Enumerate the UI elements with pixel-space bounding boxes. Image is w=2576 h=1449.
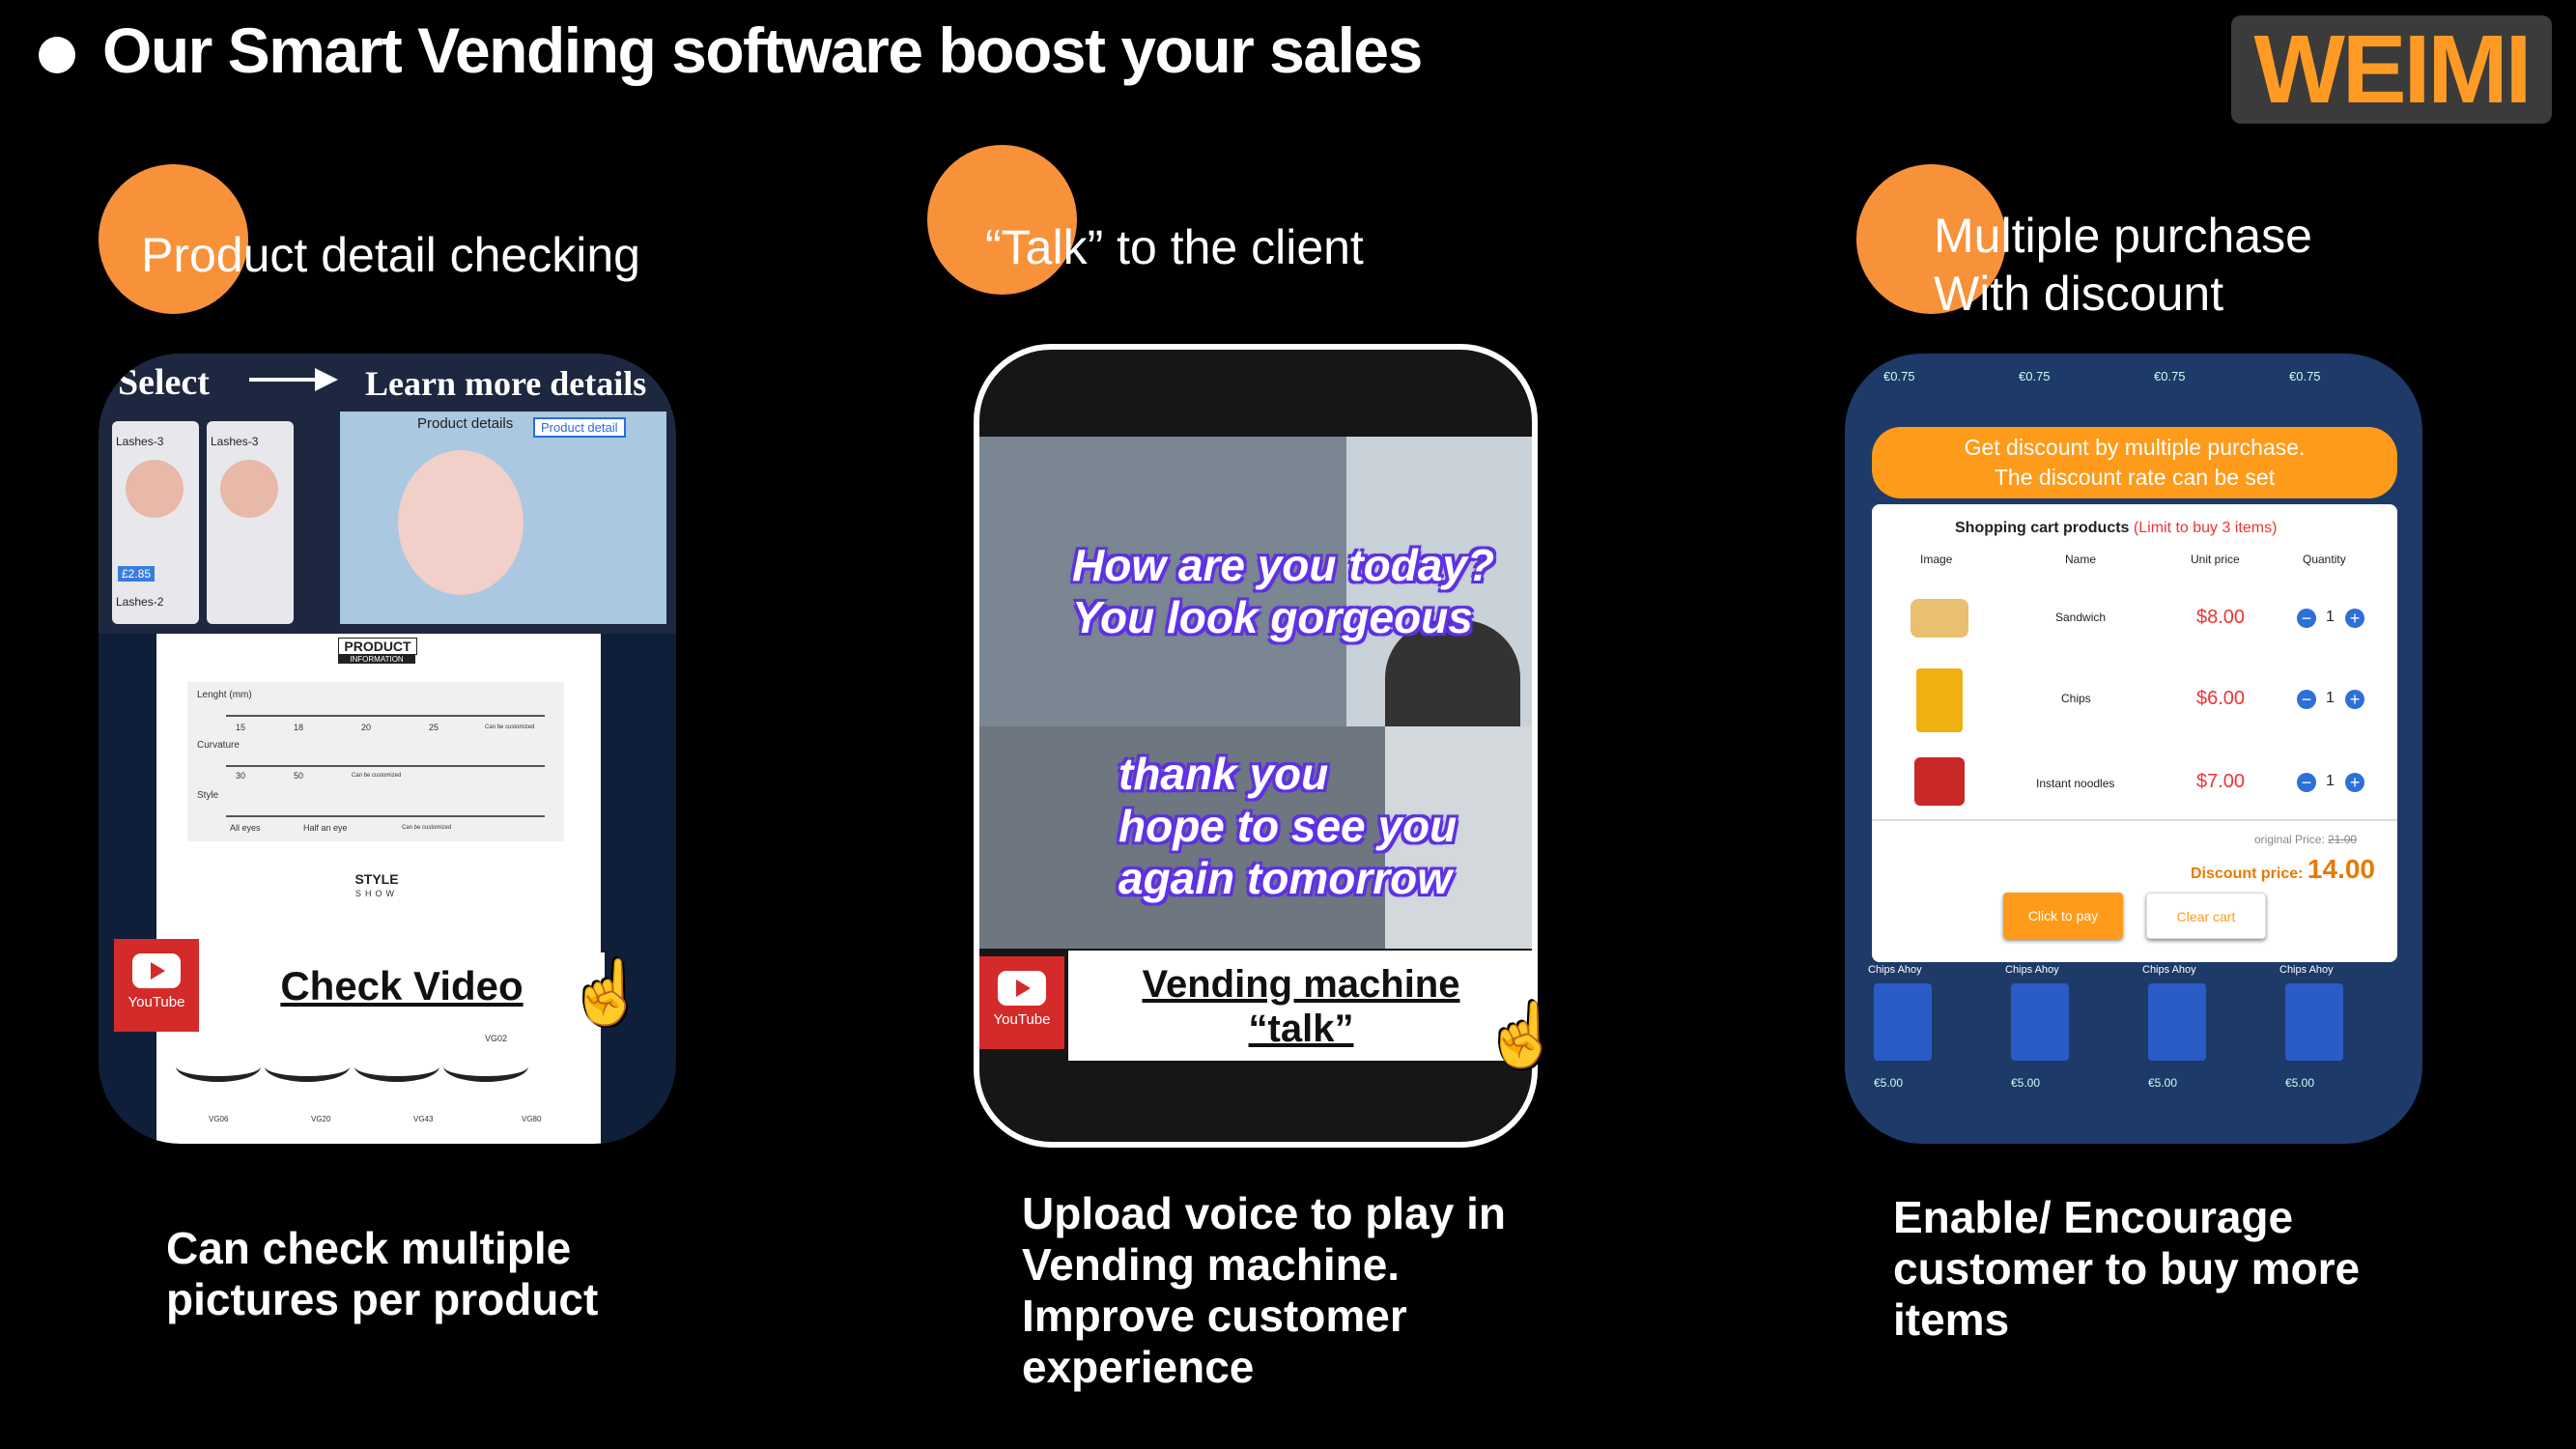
product-slots-bottom: Chips Ahoy Chips Ahoy Chips Ahoy Chips A… xyxy=(1864,964,2405,1119)
feature-3-card: €0.75 €0.75 €0.75 €0.75 Get discount by … xyxy=(1845,354,2422,1144)
table-row: Chips $6.00 − 1 + xyxy=(1872,663,2397,740)
youtube-icon[interactable]: YouTube xyxy=(979,956,1064,1049)
plus-button[interactable]: + xyxy=(2345,773,2364,792)
feature-3-description: Enable/ Encourage customer to buy more i… xyxy=(1893,1192,2361,1345)
minus-button[interactable]: − xyxy=(2297,690,2316,709)
person-silhouette xyxy=(1385,620,1520,726)
spec-panel: Lenght (mm) 15 18 20 25 Can be customize… xyxy=(187,682,564,841)
vending-machine-photo-bottom xyxy=(979,726,1532,949)
check-video-link[interactable]: Check Video xyxy=(199,952,605,1020)
product-pack-image xyxy=(2285,983,2343,1061)
sandwich-image xyxy=(1911,599,1968,638)
product-info-sheet: PRODUCT INFORMATION Lenght (mm) 15 18 20… xyxy=(156,634,601,1144)
arrow-head-icon xyxy=(315,368,338,391)
vending-talk-link[interactable]: Vending machine “talk” xyxy=(1068,951,1532,1061)
product-slot: Lashes-3 xyxy=(207,421,294,624)
feature-2-circle xyxy=(927,145,1077,295)
product-pack-image xyxy=(2148,983,2206,1061)
model-face-image xyxy=(126,460,184,518)
discount-banner: Get discount by multiple purchase. The d… xyxy=(1872,427,2397,498)
page-title: Our Smart Vending software boost your sa… xyxy=(102,14,1423,86)
lash-sample-image xyxy=(176,1051,261,1082)
feature-3-title: Multiple purchase With discount xyxy=(1934,209,2312,321)
feature-2-description: Upload voice to play in Vending machine.… xyxy=(1022,1188,1506,1392)
minus-button[interactable]: − xyxy=(2297,773,2316,792)
feature-2-title: “Talk” to the client xyxy=(985,220,1364,274)
vending-machine-photo-top xyxy=(979,437,1532,726)
feature-1-title: Product detail checking xyxy=(141,228,640,282)
table-row: Instant noodles $7.00 − 1 + xyxy=(1872,744,2397,821)
play-icon xyxy=(132,953,181,988)
minus-button[interactable]: − xyxy=(2297,609,2316,628)
product-slot: Lashes-3 £2.85 Lashes-2 xyxy=(112,421,199,624)
plus-button[interactable]: + xyxy=(2345,690,2364,709)
feature-2-card: How are you today? You look gorgeous tha… xyxy=(974,344,1538,1148)
lash-sample-image xyxy=(265,1051,351,1082)
lash-samples xyxy=(176,1051,591,1087)
youtube-icon[interactable]: YouTube xyxy=(114,939,199,1032)
pointer-hand-icon: ☝ xyxy=(1484,1000,1561,1069)
pointer-hand-icon: ☝ xyxy=(568,957,645,1027)
cart-title: Shopping cart products (Limit to buy 3 i… xyxy=(1955,520,2278,536)
product-pack-image xyxy=(2011,983,2069,1061)
original-price: original Price: 21.00 xyxy=(2254,833,2358,846)
table-row: Sandwich $8.00 − 1 + xyxy=(1872,582,2397,659)
model-face-image xyxy=(220,460,278,518)
play-icon xyxy=(998,971,1046,1006)
arrow-icon xyxy=(249,378,323,382)
discount-price: Discount price: 14.00 xyxy=(2191,854,2375,884)
caption-bottom: thank you hope to see you again tomorrow xyxy=(1118,749,1458,903)
shopping-cart-panel: Shopping cart products (Limit to buy 3 i… xyxy=(1872,504,2397,962)
product-pack-image xyxy=(1874,983,1932,1061)
lash-sample-image xyxy=(443,1051,529,1082)
weimi-logo: WEIMI xyxy=(2231,15,2552,124)
learn-label: Learn more details xyxy=(365,364,647,403)
plus-button[interactable]: + xyxy=(2345,609,2364,628)
chips-image xyxy=(1916,668,1963,732)
clear-cart-button[interactable]: Clear cart xyxy=(2146,893,2266,939)
product-details-screen: Product details Product detail xyxy=(340,412,666,624)
lash-sample-image xyxy=(354,1051,439,1082)
feature-1-card: Select Learn more details Lashes-3 £2.85… xyxy=(99,354,676,1144)
feature-1-circle xyxy=(99,164,248,314)
caption-top: How are you today? You look gorgeous xyxy=(1072,540,1495,642)
feature-1-description: Can check multiple pictures per product xyxy=(166,1223,599,1324)
feature-3-circle xyxy=(1856,164,2006,314)
noodles-image xyxy=(1914,757,1965,806)
model-portrait-image xyxy=(398,450,524,595)
product-detail-button[interactable]: Product detail xyxy=(533,417,626,438)
title-bullet xyxy=(39,37,75,73)
select-label: Select xyxy=(118,362,210,403)
slot-price-row-top: €0.75 €0.75 €0.75 €0.75 xyxy=(1883,369,2321,384)
click-to-pay-button[interactable]: Click to pay xyxy=(2003,893,2123,939)
